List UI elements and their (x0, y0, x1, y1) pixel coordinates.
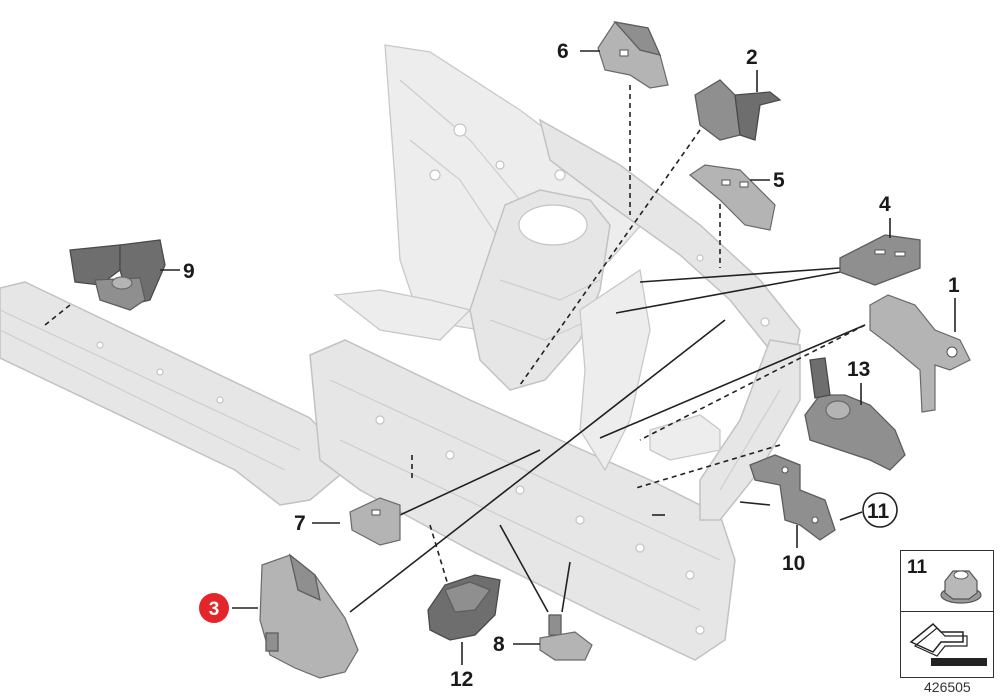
callout-10: 10 (782, 525, 805, 575)
callout-7: 7 (294, 512, 340, 535)
leader-lines (44, 85, 866, 613)
svg-text:6: 6 (557, 40, 569, 63)
callout-5: 5 (750, 169, 785, 192)
part-5-bracket (688, 164, 776, 231)
part-8-stud (539, 614, 593, 661)
callout-4: 4 (879, 193, 891, 238)
svg-text:7: 7 (294, 512, 306, 535)
callout-13: 13 (847, 358, 870, 405)
svg-text:11: 11 (867, 500, 890, 523)
svg-text:12: 12 (450, 668, 473, 691)
left-longitudinal-member (0, 281, 341, 506)
part-9-bracket (69, 239, 166, 311)
part-12-bracket (427, 574, 501, 641)
svg-text:2: 2 (746, 46, 758, 69)
legend-part-number: 11 (907, 557, 928, 578)
svg-text:5: 5 (773, 169, 785, 192)
svg-text:9: 9 (183, 260, 195, 283)
part-3-bracket (259, 553, 359, 679)
callout-2: 2 (746, 46, 758, 92)
part-7-bracket (349, 497, 401, 546)
part-2-bracket (694, 79, 782, 141)
legend-nut-cell: 11 (901, 551, 993, 612)
diagram-code: 426505 (924, 679, 971, 695)
callout-3-highlighted[interactable]: 3 (199, 593, 258, 623)
callout-6: 6 (557, 40, 600, 63)
legend-symbol-cell (901, 612, 993, 677)
svg-text:3: 3 (209, 599, 220, 620)
front-pillar (699, 339, 801, 521)
callout-12: 12 (450, 642, 473, 691)
cross-bracket (649, 414, 721, 461)
part-6-bracket (597, 21, 669, 89)
svg-text:1: 1 (948, 274, 960, 297)
callout-9: 9 (160, 260, 195, 283)
svg-text:4: 4 (879, 193, 891, 216)
svg-text:8: 8 (493, 633, 505, 656)
part-10-bracket (749, 454, 836, 541)
legend-box: 11 (900, 550, 994, 678)
part-1-bracket (869, 294, 971, 413)
callout-1: 1 (948, 274, 960, 332)
part-4-plate (839, 234, 921, 286)
body-frame (0, 44, 801, 661)
svg-text:10: 10 (782, 552, 805, 575)
arrow-symbol-icon (909, 622, 987, 666)
nut-icon (940, 570, 982, 604)
callout-11-ref: 11 (839, 492, 898, 528)
part-13-bracket (804, 357, 906, 471)
front-side-member (309, 339, 736, 661)
svg-text:13: 13 (847, 358, 870, 381)
callout-8: 8 (493, 633, 540, 656)
